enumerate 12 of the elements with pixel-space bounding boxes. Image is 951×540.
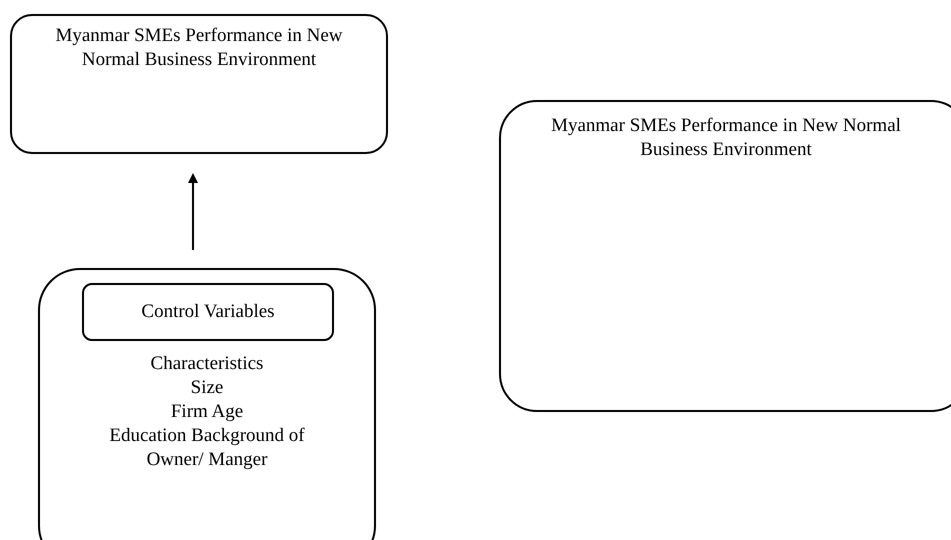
node-text: Myanmar SMEs Performance in New Normal Business Environment xyxy=(54,24,344,72)
node-text: Myanmar SMEs Performance in New Normal Business Environment xyxy=(550,114,902,162)
rounded-box xyxy=(10,14,388,154)
node-text: Control Variables xyxy=(140,300,276,324)
node-text: Education Background of Owner/ Manger xyxy=(108,424,306,472)
node-text: Size xyxy=(190,376,224,400)
heading-box xyxy=(82,283,334,341)
rounded-box xyxy=(499,100,951,412)
node-text: Characteristics xyxy=(150,352,264,376)
rounded-box xyxy=(38,268,376,540)
arrow xyxy=(188,173,198,250)
node-text: Firm Age xyxy=(170,400,244,424)
